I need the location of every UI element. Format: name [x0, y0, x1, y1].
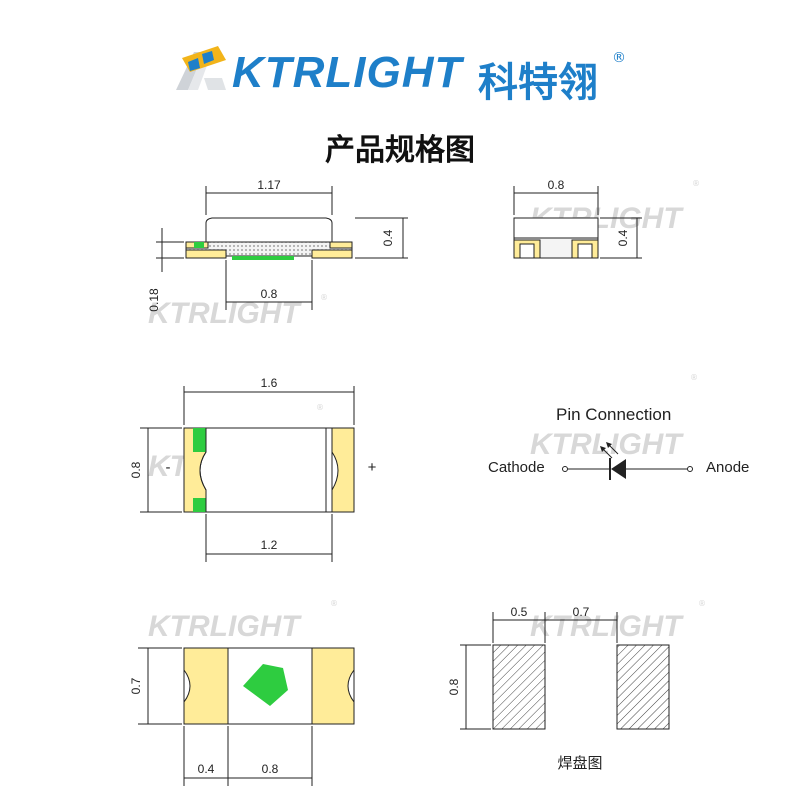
dim-bottom-width: 0.8 — [261, 287, 278, 301]
cathode-label: Cathode — [488, 459, 545, 476]
dim-pad-gap: 0.8 — [262, 762, 279, 776]
anode-label: Anode — [706, 459, 749, 476]
dim-pad-height: 0.18 — [147, 288, 161, 312]
dim-top-width: 1.17 — [257, 178, 281, 192]
solder-pad-left — [492, 644, 546, 730]
pin-connection-heading: Pin Connection — [556, 405, 671, 424]
brand-name-cn: 科特翎 — [478, 60, 598, 106]
watermark-reg: ® — [320, 293, 328, 302]
dim-solder-height: 0.8 — [447, 678, 461, 695]
brand-name: KTRLIGHT — [232, 48, 463, 97]
side-view: 1.17 0.4 0.18 0.8 — [147, 178, 408, 312]
minus-label: - — [166, 459, 171, 476]
solder-pad-caption: 焊盘图 — [557, 754, 602, 772]
watermark-1: KTRLIGHT® — [148, 293, 328, 330]
end-view: 0.8 0.4 — [513, 178, 642, 259]
header: KTRLIGHT 科特翎 ® 产品规格图 — [0, 0, 800, 175]
led-diode-icon — [600, 442, 626, 480]
dim-bottom-view-width: 0.7 — [129, 677, 143, 694]
watermark-reg: ® — [330, 599, 338, 608]
watermark-reg: ® — [698, 599, 706, 608]
watermark-text: KTRLIGHT — [530, 610, 684, 643]
dim-solder-pad-width: 0.5 — [511, 605, 528, 619]
chip-shape — [243, 664, 288, 706]
ktr-logo-icon — [176, 46, 226, 90]
watermark-6: KTRLIGHT ® — [530, 599, 706, 643]
dim-end-height: 0.4 — [616, 229, 630, 246]
dim-end-width: 0.8 — [548, 178, 565, 192]
watermark-text: KTRLIGHT — [148, 610, 302, 643]
dim-solder-gap: 0.7 — [573, 605, 590, 619]
pin-connection: Pin Connection Cathode Anode — [488, 405, 749, 480]
dim-inner-length: 1.2 — [261, 538, 278, 552]
dim-pad-length: 0.4 — [198, 762, 215, 776]
watermark-5: KTRLIGHT ® — [148, 599, 338, 643]
solder-pad-view: 0.5 0.7 0.8 焊盘图 — [447, 605, 670, 772]
watermark-reg: ® — [316, 403, 324, 412]
dim-width: 0.8 — [129, 461, 143, 478]
dim-height: 0.4 — [381, 229, 395, 246]
plus-label: + — [368, 459, 377, 476]
top-view: 1.6 0.8 1.2 - + — [129, 376, 377, 562]
watermark-reg: ® — [690, 373, 698, 382]
watermark-reg: ® — [692, 179, 700, 188]
solder-pad-right — [616, 644, 670, 730]
page-title: 产品规格图 — [325, 133, 475, 168]
registered-mark: ® — [612, 50, 626, 66]
dim-length: 1.6 — [261, 376, 278, 390]
bottom-view: 0.7 0.4 0.8 — [129, 647, 355, 786]
